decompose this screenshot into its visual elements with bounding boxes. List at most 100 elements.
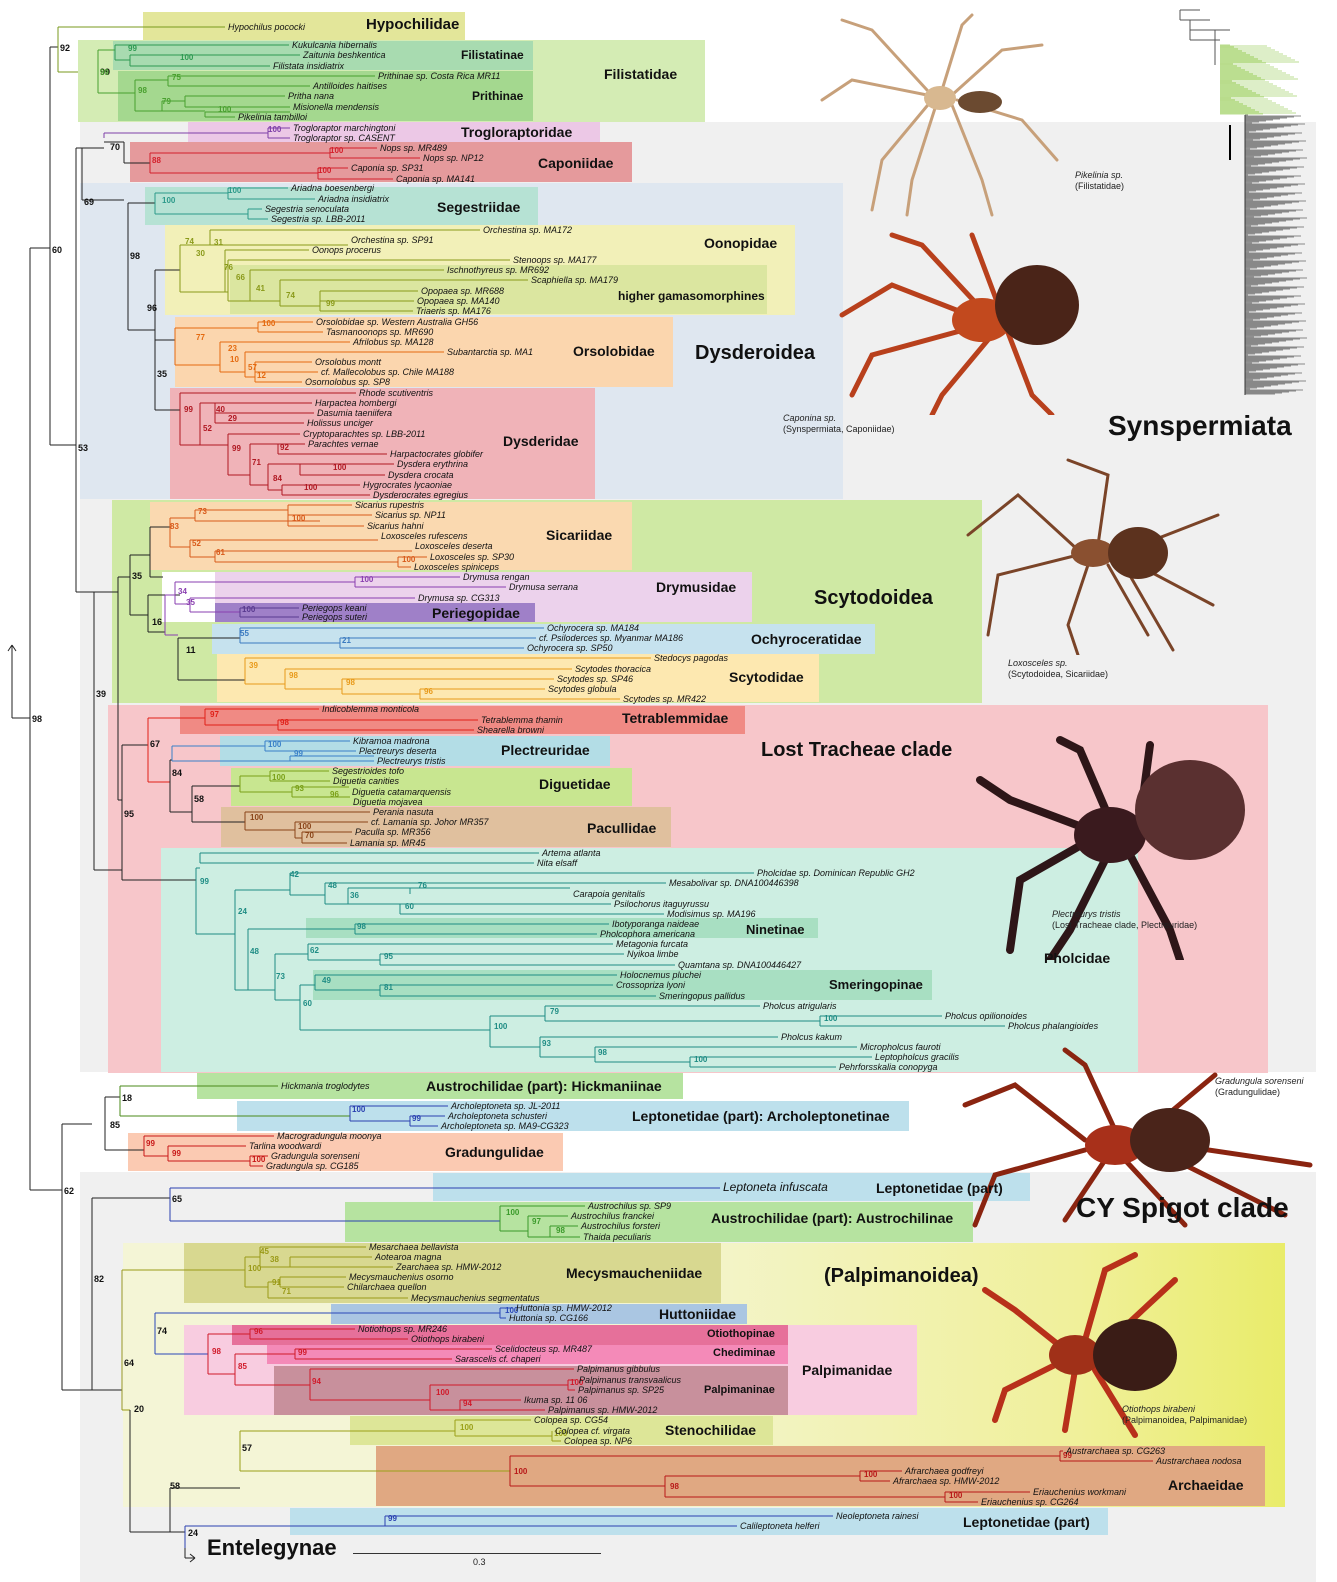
support-value: 98: [346, 678, 355, 687]
tip-label: Pritha nana: [288, 91, 334, 101]
support-value: 74: [286, 291, 295, 300]
tip-label: Eriauchenius workmani: [1033, 1487, 1127, 1497]
support-value: 100: [514, 1467, 528, 1476]
tip-label: Quamtana sp. DNA100446427: [678, 960, 802, 970]
support-value: 99: [100, 68, 109, 77]
support-value: 98: [556, 1226, 565, 1235]
support-value: 88: [152, 156, 161, 165]
support-value: 97: [532, 1217, 541, 1226]
support-value: 100: [268, 740, 282, 749]
palpimaninae-box: [274, 1366, 788, 1415]
tip-label: Metagonia furcata: [616, 939, 688, 949]
hypochilidae-box: [143, 12, 465, 40]
tip-label: Segestria senoculata: [265, 204, 349, 214]
group-label-synspermiata: Synspermiata: [1108, 410, 1292, 441]
tip-label: Indicoblemma monticola: [322, 704, 419, 714]
support-value: 99: [146, 1139, 155, 1148]
support-value: 100: [292, 514, 306, 523]
tip-label: Harpactocrates globifer: [390, 449, 484, 459]
tip-label: Antilloides haitises: [312, 81, 388, 91]
scytodidae-box: [217, 654, 819, 702]
tip-label: Prithinae sp. Costa Rica MR11: [378, 71, 500, 81]
tip-label: Hickmania troglodytes: [281, 1081, 370, 1091]
tip-label: cf. Lamania sp. Johor MR357: [371, 817, 490, 827]
tip-label: Scytodes globula: [548, 684, 617, 694]
tip-label: Austrarchaea sp. CG263: [1065, 1446, 1165, 1456]
support-value: 96: [424, 687, 433, 696]
tip-label: Nops sp. NP12: [423, 153, 484, 163]
tip-label: Ochyrocera sp. SP50: [527, 643, 613, 653]
tip-label: Hypochilus pococki: [228, 22, 306, 32]
support-value: 100: [262, 319, 276, 328]
tip-label: Dysdera crocata: [388, 470, 454, 480]
support-value: 91: [272, 1278, 281, 1287]
tip-label: Afrilobus sp. MA128: [352, 337, 434, 347]
family-label-ochyroceratidae: Ochyroceratidae: [751, 631, 862, 647]
tip-label: Ikuma sp. 11 06: [524, 1395, 587, 1405]
tip-label: Diguetia catamarquensis: [352, 787, 452, 797]
tip-label: Colopea cf. virgata: [555, 1426, 630, 1436]
family-label-pholcidae: Pholcidae: [1044, 950, 1111, 966]
support-value: 100: [436, 1388, 450, 1397]
tip-label: Macrogradungula moonya: [277, 1131, 382, 1141]
support-value: 70: [305, 831, 314, 840]
family-label-hickmaniinae: Austrochilidae (part): Hickmaniinae: [426, 1078, 662, 1094]
branch: [11, 644, 17, 652]
tip-label: Mesabolivar sp. DNA100446398: [669, 878, 799, 888]
tip-label: Stenoops sp. MA177: [513, 255, 598, 265]
group-label-lost-tracheae: Lost Tracheae clade: [761, 739, 953, 761]
tip-label: Gradungula sp. CG185: [266, 1161, 360, 1171]
family-label-prithinae: Prithinae: [472, 89, 524, 103]
family-label-oonopidae: Oonopidae: [704, 235, 778, 251]
support-value: 31: [214, 238, 223, 247]
support-value: 98: [289, 671, 298, 680]
support-value: 92: [280, 443, 289, 452]
tip-label: Loxosceles deserta: [415, 541, 493, 551]
tip-label: cf. Psiloderces sp. Myanmar MA186: [539, 633, 683, 643]
support-value: 41: [256, 284, 265, 293]
tip-label: Leptoneta infuscata: [723, 1180, 828, 1194]
tip-label: Chilarchaea quellon: [347, 1282, 427, 1292]
tip-label: Archoleptoneta schusteri: [447, 1111, 548, 1121]
group-label-entelegynae: Entelegynae: [207, 1535, 337, 1560]
tip-label: Caponia sp. SP31: [351, 163, 424, 173]
tip-label: Colopea sp. CG54: [534, 1415, 608, 1425]
tip-label: Ischnothyreus sp. MR692: [447, 265, 549, 275]
scale-bar-label: 0.3: [473, 1557, 486, 1567]
support-value: 98: [598, 1048, 607, 1057]
tip-label: Nops sp. MR489: [380, 143, 447, 153]
support-value: 64: [124, 1358, 134, 1368]
tip-label: Opopaea sp. MR688: [421, 286, 504, 296]
support-value: 20: [134, 1404, 144, 1414]
tip-label: Loxosceles rufescens: [381, 531, 468, 541]
tip-label: Stedocys pagodas: [654, 653, 729, 663]
tip-label: cf. Mallecolobus sp. Chile MA188: [321, 367, 454, 377]
group-label-cy-spigot: CY Spigot clade: [1076, 1192, 1289, 1223]
support-value: 18: [122, 1093, 132, 1103]
mecysmaucheniidae-box: [184, 1243, 721, 1303]
support-value: 93: [295, 784, 304, 793]
tip-label: Leptopholcus gracilis: [875, 1052, 960, 1062]
tip-label: Harpactea hombergi: [315, 398, 398, 408]
support-value: 71: [252, 458, 261, 467]
support-value: 76: [418, 881, 427, 890]
support-value: 16: [152, 617, 162, 627]
caption-loxosceles: Loxosceles sp.(Scytodoidea, Sicariidae): [1008, 658, 1109, 679]
support-value: 74: [185, 237, 194, 246]
support-value: 99: [294, 749, 303, 758]
tip-label: Pikelinia tambilloi: [238, 112, 308, 122]
tip-label: Micropholcus fauroti: [860, 1042, 942, 1052]
support-value: 60: [52, 245, 62, 255]
tip-label: Gradungula sorenseni: [271, 1151, 361, 1161]
support-value: 100: [360, 575, 374, 584]
support-value: 94: [463, 1399, 472, 1408]
tip-label: Nyikoa limbe: [627, 949, 679, 959]
family-label-archaeidae: Archaeidae: [1168, 1477, 1244, 1493]
tip-label: Dysdera erythrina: [397, 459, 468, 469]
family-label-dysderidae: Dysderidae: [503, 433, 579, 449]
support-value: 82: [94, 1274, 104, 1284]
family-label-periegopidae: Periegopidae: [432, 605, 520, 621]
family-label-tetrablemmidae: Tetrablemmidae: [622, 710, 729, 726]
support-value: 29: [228, 414, 237, 423]
support-value: 100: [330, 146, 344, 155]
